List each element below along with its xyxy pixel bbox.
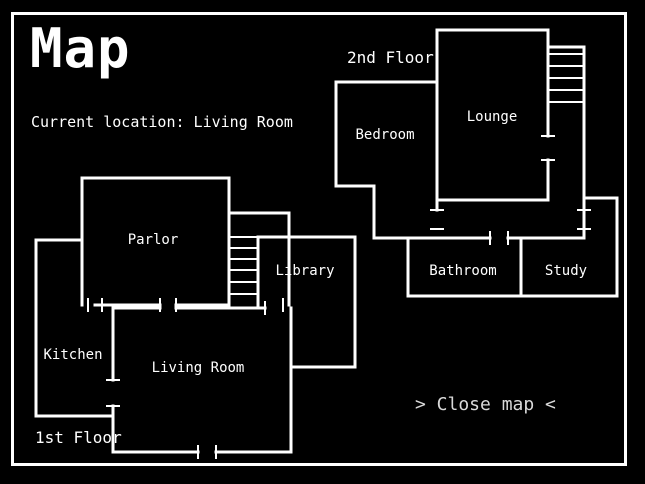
room-label-lounge[interactable]: Lounge	[466, 109, 518, 125]
floor-label-1st: 1st Floor	[35, 428, 122, 447]
study-wall	[519, 196, 619, 298]
room-label-bedroom[interactable]: Bedroom	[355, 127, 415, 143]
bedroom-wall	[334, 80, 439, 240]
kitchen-wall	[34, 238, 115, 418]
bathroom-wall	[406, 236, 523, 298]
stairs-2nd-floor	[546, 45, 586, 212]
room-label-kitchen[interactable]: Kitchen	[43, 347, 103, 363]
door-markers-1st	[87, 298, 284, 459]
lounge-wall	[435, 28, 550, 212]
map-title: Map	[30, 17, 131, 80]
library-wall	[256, 235, 357, 369]
floor-label-2nd: 2nd Floor	[347, 48, 434, 67]
room-label-library[interactable]: Library	[275, 263, 335, 279]
room-label-study[interactable]: Study	[544, 263, 588, 279]
room-label-parlor[interactable]: Parlor	[127, 232, 179, 248]
room-label-bathroom[interactable]: Bathroom	[429, 263, 497, 279]
current-location: Current location: Living Room	[31, 113, 293, 131]
map-frame	[11, 12, 627, 466]
close-map-button[interactable]: > Close map <	[415, 394, 556, 415]
room-label-living-room[interactable]: Living Room	[151, 360, 245, 376]
stairs-1st-floor	[227, 211, 291, 307]
door-markers-2nd	[430, 135, 591, 245]
